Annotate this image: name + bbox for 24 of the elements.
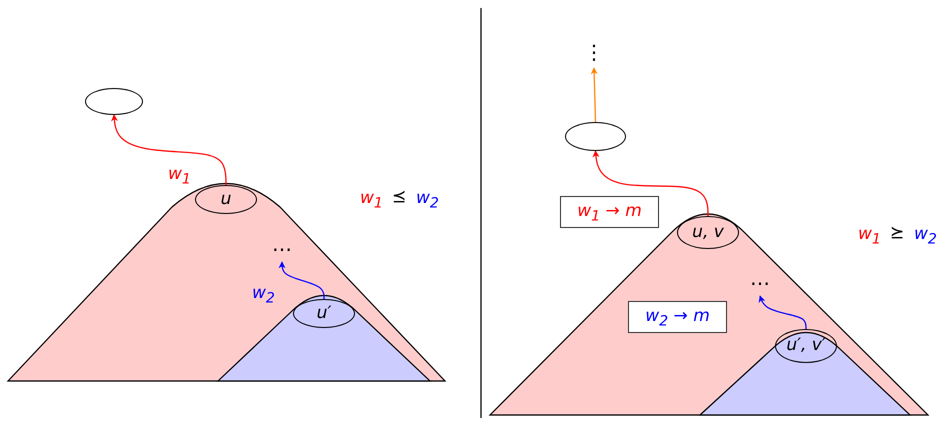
ellipse-node: u′ <box>293 299 355 328</box>
math-symbol: ⪰ <box>890 225 904 242</box>
label-box: w$_{2}$ → m <box>628 301 727 333</box>
edge-label: w$_{2}$ <box>252 285 275 306</box>
ellipse-node: u′, v′ <box>775 329 837 363</box>
arrow <box>278 261 325 299</box>
variable-label: w$_{1}$ <box>360 190 383 211</box>
ellipsis-text: ⋮ <box>584 40 604 68</box>
arrow <box>111 114 227 185</box>
ellipsis-text: ⋯ <box>740 274 780 296</box>
variable-label: w$_{2}$ <box>416 190 439 211</box>
arrow <box>590 67 598 122</box>
edge-label: w$_{1}$ <box>168 166 191 187</box>
ellipsis-text: ⋯ <box>262 240 302 262</box>
ellipse-node: u <box>195 185 257 214</box>
label-box: w$_{1}$ → m <box>560 196 659 228</box>
ellipse-node: u, v <box>677 216 739 249</box>
arrow <box>592 150 709 216</box>
ellipse-node <box>565 122 626 151</box>
variable-label: w$_{1}$ <box>858 226 881 247</box>
arrow <box>758 295 807 329</box>
variable-label: w$_{2}$ <box>914 226 937 247</box>
ellipse-node <box>85 88 143 115</box>
math-symbol: ⪯ <box>392 189 406 206</box>
